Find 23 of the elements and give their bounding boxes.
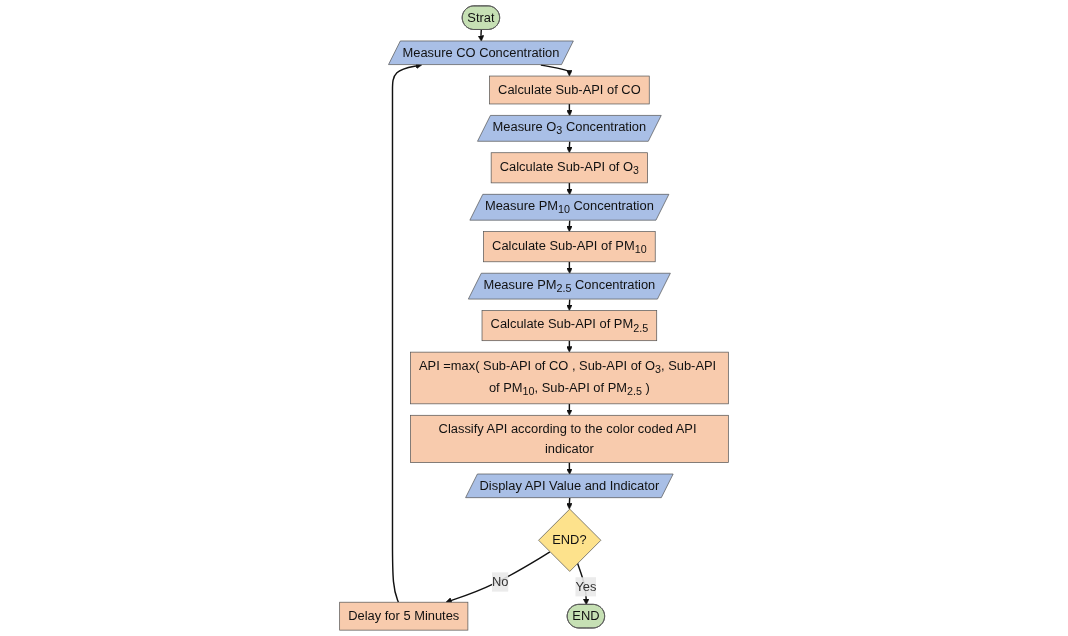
node-box: Classify API according to the color coded API indicator [410, 414, 729, 463]
arrow [566, 140, 573, 153]
arrow [566, 403, 573, 416]
arrow [566, 103, 573, 117]
node-box: Calculate Sub-API of O$_{3}$ [490, 152, 648, 184]
arrow [566, 182, 573, 195]
arrow [566, 219, 573, 232]
node-box: Calculate Sub-API of PM$_{2.5}$ [481, 310, 658, 342]
node-diamond: END? [538, 508, 602, 572]
edge-label: Yes [575, 579, 597, 594]
node-box: Calculate Sub-API of PM$_{10}$ [483, 231, 656, 263]
node-box: Calculate Sub-API of CO [489, 75, 650, 105]
node-box: API =max( Sub-API of CO , Sub-API of O$_{3}$, Sub-API of PM$_{10}$, Sub-API of PM$_{2.5}$ ) [410, 351, 729, 405]
arrow [540, 64, 573, 77]
arrow [566, 261, 573, 274]
arrow [566, 497, 573, 510]
arrow [477, 29, 485, 42]
edge-label: No [491, 574, 509, 589]
node-box: Delay for 5 Minutes [339, 601, 469, 631]
arrow [566, 298, 573, 311]
arrow [445, 551, 551, 604]
arrow [566, 339, 573, 353]
arrow [566, 461, 573, 475]
